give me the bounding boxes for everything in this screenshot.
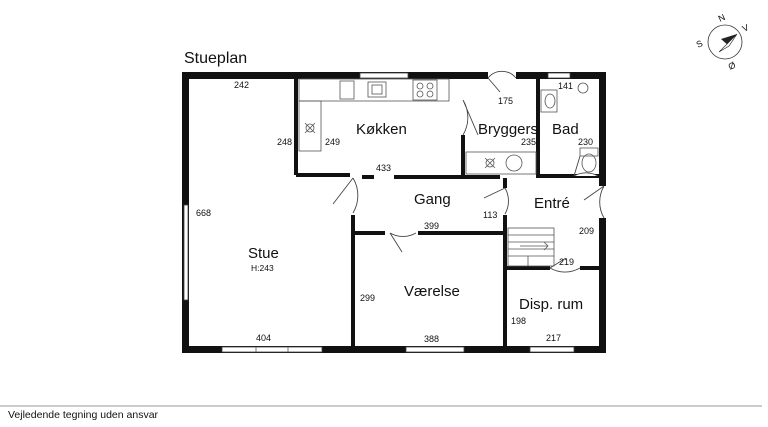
room-label-bad: Bad [552, 121, 579, 138]
dim-koekken-left-inner: 249 [325, 137, 340, 147]
dim-gang-bottom: 399 [424, 221, 439, 231]
room-label-vaerelse: Værelse [404, 283, 460, 300]
dim-vaerelse-side: 299 [360, 293, 375, 303]
staircase [507, 227, 555, 267]
compass-letter-v: V [741, 22, 751, 34]
dim-disp-bottom: 217 [546, 333, 561, 343]
compass-letter-n: N [717, 12, 727, 24]
dim-stairs: 219 [559, 257, 574, 267]
dim-koekken-bottom: 433 [376, 163, 391, 173]
dim-koekken-left-outer: 248 [277, 137, 292, 147]
dimension-labels: 242 668 404 248 249 433 175 235 141 230 … [196, 80, 594, 344]
bryggers-fixtures [465, 151, 537, 175]
room-height-stue: H:243 [251, 263, 274, 273]
windows [183, 72, 575, 353]
dim-gang-right: 113 [483, 210, 497, 220]
kitchen-fixtures [298, 78, 450, 152]
interior-doors [332, 99, 599, 273]
compass-rose-icon: N V S Ø [695, 12, 751, 72]
compass-letter-oe: Ø [727, 60, 738, 72]
dim-stue-top: 242 [234, 80, 249, 90]
dim-bryggers-side: 235 [521, 137, 536, 147]
room-label-gang: Gang [414, 191, 451, 208]
plan-title: Stueplan [184, 50, 247, 67]
compass-letter-s: S [695, 38, 705, 50]
room-label-koekken: Køkken [356, 121, 407, 138]
dim-stue-side: 668 [196, 208, 211, 218]
dim-entre-side: 209 [579, 226, 594, 236]
dim-bad-top: 141 [558, 81, 573, 91]
dim-vaerelse-bottom: 388 [424, 334, 439, 344]
dim-stue-bottom: 404 [256, 333, 271, 343]
room-label-disp: Disp. rum [519, 296, 583, 313]
room-label-bryggers: Bryggers [478, 121, 538, 138]
dim-bryggers-top: 175 [498, 96, 513, 106]
outer-doors [487, 70, 608, 219]
room-label-stue: Stue [248, 245, 279, 262]
plan-disclaimer: Vejledende tegning uden ansvar [8, 409, 159, 421]
bathroom-fixtures [540, 82, 599, 173]
dim-bad-side: 230 [578, 137, 593, 147]
room-label-entre: Entré [534, 195, 570, 212]
interior-walls [294, 75, 601, 349]
dim-disp-side: 198 [511, 316, 526, 326]
